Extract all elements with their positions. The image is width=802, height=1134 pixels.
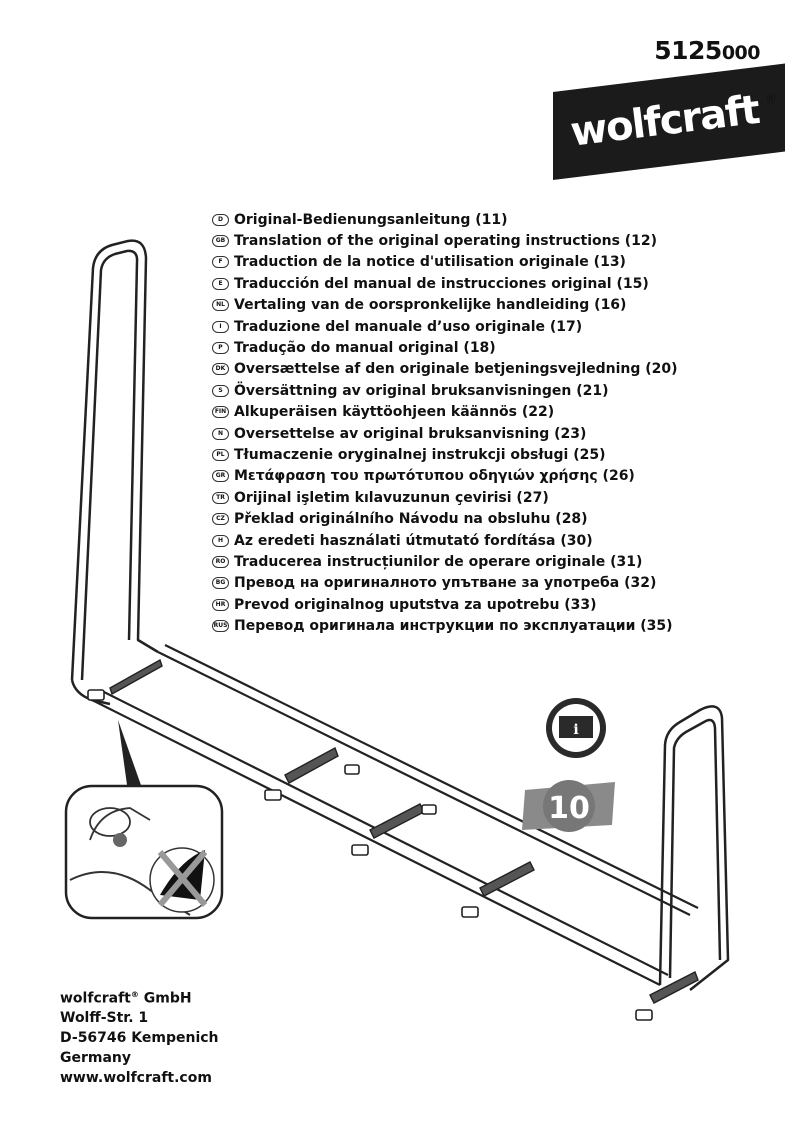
- language-item: E Traducción del manual de instrucciones …: [212, 273, 678, 294]
- language-label: Tłumaczenie oryginalnej instrukcji obsłu…: [234, 446, 606, 463]
- language-label: Překlad originálního Návodu na obsluhu (…: [234, 511, 588, 528]
- language-label: Oversættelse af den originale betjenings…: [234, 361, 678, 378]
- language-item: S Översättning av original bruksanvisning…: [212, 380, 678, 401]
- language-label: Översättning av original bruksanvisninge…: [234, 382, 609, 399]
- rack-feet: [87, 689, 653, 1021]
- product-number-main: 5125: [654, 36, 722, 65]
- language-label: Превод на оригиналното упътване за употр…: [234, 575, 657, 592]
- language-label: Перевод оригинала инструкции по эксплуат…: [234, 618, 673, 635]
- warranty-badge-icon: 10: [522, 780, 615, 832]
- language-label: Alkuperäisen käyttöohjeen käännös (22): [234, 404, 555, 421]
- language-label: Original-Bedienungsanleitung (11): [234, 211, 508, 228]
- language-badge: P: [212, 342, 229, 355]
- language-badge: GR: [212, 470, 229, 483]
- svg-text:i: i: [573, 722, 578, 738]
- language-item: TR Orijinal işletim kılavuzunun çevirisi …: [212, 487, 678, 508]
- language-badge: E: [212, 277, 229, 290]
- language-label: Vertaling van de oorspronkelijke handlei…: [234, 297, 627, 314]
- language-item: GR Μετάφραση του πρωτότυπου οδηγιών χρήση…: [212, 466, 678, 487]
- language-item: BG Превод на оригиналното упътване за упо…: [212, 573, 678, 594]
- language-badge: BG: [212, 577, 229, 590]
- language-index: D Original-Bedienungsanleitung (11) GB Tran…: [212, 209, 678, 637]
- language-label: Μετάφραση του πρωτότυπου οδηγιών χρήσης …: [234, 468, 635, 485]
- language-item: PL Tłumaczenie oryginalnej instrukcji obs…: [212, 444, 678, 465]
- language-label: Az eredeti használati útmutató fordítása…: [234, 532, 593, 549]
- language-badge: TR: [212, 491, 229, 504]
- website: www.wolfcraft.com: [60, 1069, 212, 1086]
- language-item: RUS Перевод оригинала инструкции по экспл…: [212, 615, 678, 636]
- company-name: wolfcraft® GmbH: [60, 990, 192, 1007]
- read-manual-icon: i: [546, 698, 606, 758]
- language-badge: F: [212, 256, 229, 269]
- language-item: I Traduzione del manuale d’uso originale …: [212, 316, 678, 337]
- language-badge: D: [212, 213, 229, 226]
- language-item: D Original-Bedienungsanleitung (11): [212, 209, 678, 230]
- company-address: wolfcraft® GmbH Wolff-Str. 1 D-56746 Kem…: [60, 985, 219, 1089]
- language-label: Traduzione del manuale d’uso originale (…: [234, 318, 583, 335]
- language-badge: S: [212, 384, 229, 397]
- language-label: Translation of the original operating in…: [234, 233, 658, 250]
- language-item: N Oversettelse av original bruksanvisning…: [212, 423, 678, 444]
- language-item: P Tradução do manual original (18): [212, 337, 678, 358]
- product-number-suffix: 000: [721, 42, 761, 64]
- street: Wolff-Str. 1: [60, 1010, 149, 1027]
- language-item: NL Vertaling van de oorspronkelijke handl…: [212, 295, 678, 316]
- city: D-56746 Kempenich: [60, 1030, 219, 1047]
- language-item: CZ Překlad originálního Návodu na obsluhu…: [212, 508, 678, 529]
- log-rack-right-frame: [658, 705, 730, 991]
- language-badge: RUS: [212, 620, 229, 633]
- language-item: F Traduction de la notice d'utilisation o…: [212, 252, 678, 273]
- language-label: Tradução do manual original (18): [234, 340, 496, 357]
- language-item: GB Translation of the original operating …: [212, 230, 678, 251]
- language-item: H Az eredeti használati útmutató fordítás…: [212, 530, 678, 551]
- language-label: Prevod originalnog uputstva za upotrebu …: [234, 596, 597, 613]
- language-badge: NL: [212, 299, 229, 312]
- registered-mark: ®: [765, 92, 777, 106]
- language-badge: PL: [212, 448, 229, 461]
- language-badge: DK: [212, 363, 229, 376]
- product-number: 5125000: [654, 36, 760, 65]
- language-badge: FIN: [212, 406, 229, 419]
- language-label: Traduction de la notice d'utilisation or…: [234, 254, 626, 271]
- log-rack-left-frame: [70, 239, 159, 706]
- language-label: Traducerea instrucțiunilor de operare or…: [234, 553, 643, 570]
- language-badge: N: [212, 427, 229, 440]
- country: Germany: [60, 1050, 132, 1067]
- language-badge: CZ: [212, 513, 229, 526]
- detail-callout: [64, 720, 224, 920]
- language-badge: RO: [212, 555, 229, 568]
- language-badge: I: [212, 320, 229, 333]
- language-badge: GB: [212, 235, 229, 248]
- language-item: RO Traducerea instrucțiunilor de operare …: [212, 551, 678, 572]
- language-item: HR Prevod originalnog uputstva za upotreb…: [212, 594, 678, 615]
- language-item: FIN Alkuperäisen käyttöohjeen käännös (22…: [212, 402, 678, 423]
- language-label: Oversettelse av original bruksanvisning …: [234, 425, 587, 442]
- warranty-years: 10: [548, 791, 590, 826]
- language-badge: HR: [212, 598, 229, 611]
- language-badge: H: [212, 534, 229, 547]
- language-label: Traducción del manual de instrucciones o…: [234, 275, 649, 292]
- language-label: Orijinal işletim kılavuzunun çevirisi (2…: [234, 489, 549, 506]
- language-item: DK Oversættelse af den originale betjenin…: [212, 359, 678, 380]
